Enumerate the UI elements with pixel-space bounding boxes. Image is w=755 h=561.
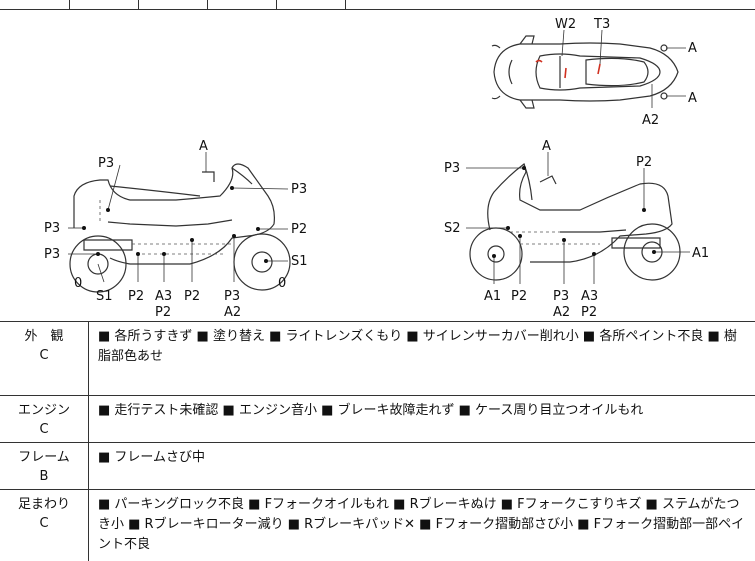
left-dashed-zones	[99, 200, 234, 255]
section-header: 外 観 C	[0, 322, 89, 395]
left-label-p3-left: P3	[44, 221, 60, 236]
left-dots	[82, 186, 268, 263]
top-view-scooter	[491, 35, 679, 109]
condition-diagram: W2 T3 A A A2	[0, 9, 755, 322]
right-leaders	[466, 152, 690, 284]
section-suspension: 足まわり C ■ パーキングロック不良 ■ Fフォークオイルもれ ■ Rブレーキ…	[0, 490, 755, 561]
left-label-s1-right: S1	[291, 254, 308, 269]
right-side-scooter	[469, 162, 681, 281]
left-side-scooter	[69, 163, 291, 293]
right-label-a3-b: A3	[581, 289, 598, 304]
top-cell	[207, 0, 277, 9]
top-cell	[0, 0, 70, 9]
left-label-a2-b: A2	[224, 305, 241, 320]
right-label-p2-b2: P2	[581, 305, 597, 320]
left-label-s1-bottom: S1	[96, 289, 113, 304]
left-label-p2-b1: P2	[128, 289, 144, 304]
section-title: エンジン	[17, 403, 70, 418]
section-title: フレーム	[18, 450, 70, 465]
right-label-a1-bottom: A1	[484, 289, 501, 304]
left-leaders	[68, 152, 289, 283]
left-label-a: A	[199, 139, 208, 154]
section-title: 足まわり	[17, 497, 70, 512]
left-label-p2-b3: P2	[184, 289, 200, 304]
section-notes: ■ 各所うすきず ■ 塗り替え ■ ライトレンズくもり ■ サイレンサーカバー削…	[98, 329, 737, 364]
right-label-p3-b: P3	[553, 289, 569, 304]
section-exterior: 外 観 C ■ 各所うすきず ■ 塗り替え ■ ライトレンズくもり ■ サイレン…	[0, 322, 755, 396]
right-label-s2: S2	[444, 221, 461, 236]
section-grade: C	[39, 348, 49, 363]
right-label-a: A	[542, 139, 551, 154]
left-label-p3-top: P3	[98, 156, 114, 171]
right-label-p3: P3	[444, 161, 460, 176]
section-grade: C	[39, 516, 49, 531]
right-dashed-zones	[510, 231, 600, 245]
top-leaders	[561, 29, 686, 108]
section-header: フレーム B	[0, 443, 89, 489]
section-grade: C	[39, 422, 49, 437]
table-top-row	[0, 0, 755, 10]
top-cell	[276, 0, 346, 9]
right-label-p2-b: P2	[511, 289, 527, 304]
section-notes: ■ フレームさび中	[98, 450, 206, 465]
label-t3: T3	[593, 17, 610, 32]
section-header: 足まわり C	[0, 490, 89, 561]
right-label-a2-b: A2	[553, 305, 570, 320]
section-notes: ■ 走行テスト未確認 ■ エンジン音小 ■ ブレーキ故障走れず ■ ケース周り目…	[98, 403, 644, 418]
left-label-p2-b2: P2	[155, 305, 171, 320]
left-label-a3: A3	[155, 289, 172, 304]
section-notes: ■ パーキングロック不良 ■ Fフォークオイルもれ ■ Rブレーキぬけ ■ Fフ…	[98, 497, 745, 552]
scooter-diagrams: W2 T3 A A A2	[44, 17, 709, 320]
label-a-top: A	[688, 41, 697, 56]
right-label-a1-right: A1	[692, 246, 709, 261]
left-label-zero-left: 0	[74, 276, 82, 291]
left-label-p3-b: P3	[224, 289, 240, 304]
label-w2: W2	[555, 17, 576, 32]
section-grade: B	[39, 469, 49, 484]
section-title: 外 観	[24, 329, 64, 344]
left-label-p2-right: P2	[291, 222, 307, 237]
section-engine: エンジン C ■ 走行テスト未確認 ■ エンジン音小 ■ ブレーキ故障走れず ■…	[0, 396, 755, 443]
right-label-p2: P2	[636, 155, 652, 170]
left-label-p3-right: P3	[291, 182, 307, 197]
section-header: エンジン C	[0, 396, 89, 442]
damage-marks-top	[535, 59, 601, 79]
top-cell	[69, 0, 139, 9]
label-a2: A2	[642, 113, 659, 128]
right-dots	[492, 166, 656, 258]
section-frame: フレーム B ■ フレームさび中	[0, 443, 755, 490]
label-a-bottom: A	[688, 91, 697, 106]
left-label-p3-low: P3	[44, 247, 60, 262]
left-label-zero-right: 0	[278, 276, 286, 291]
top-cell	[138, 0, 208, 9]
